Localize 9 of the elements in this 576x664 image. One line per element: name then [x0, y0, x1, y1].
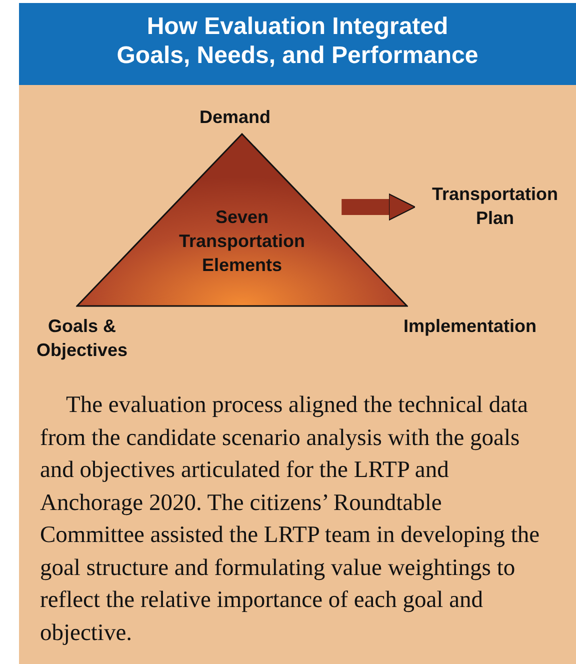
vertex-label: Demand: [198, 106, 272, 129]
vertex-label: Goals & Objectives: [35, 315, 129, 362]
node-label: Seven Transportation Elements: [178, 206, 306, 277]
block-arrow: [342, 193, 416, 221]
title: How Evaluation Integrated Goals, Needs, and Performance: [116, 12, 480, 70]
triangle-shape: [76, 133, 408, 307]
node-label: Transportation Plan: [430, 183, 559, 230]
vertex-label: Implementation: [402, 315, 538, 338]
paragraph: The evaluation process aligned the technical data from the candidate scenario analysis with the goals and objectives articulated for the LRTP and Anchorage 2020. The citizens’ Roundtable Committee assisted the LRTP team in developing the goal structure and formulating value weightings to reflect the relative importance of each goal and objective.: [40, 391, 540, 648]
